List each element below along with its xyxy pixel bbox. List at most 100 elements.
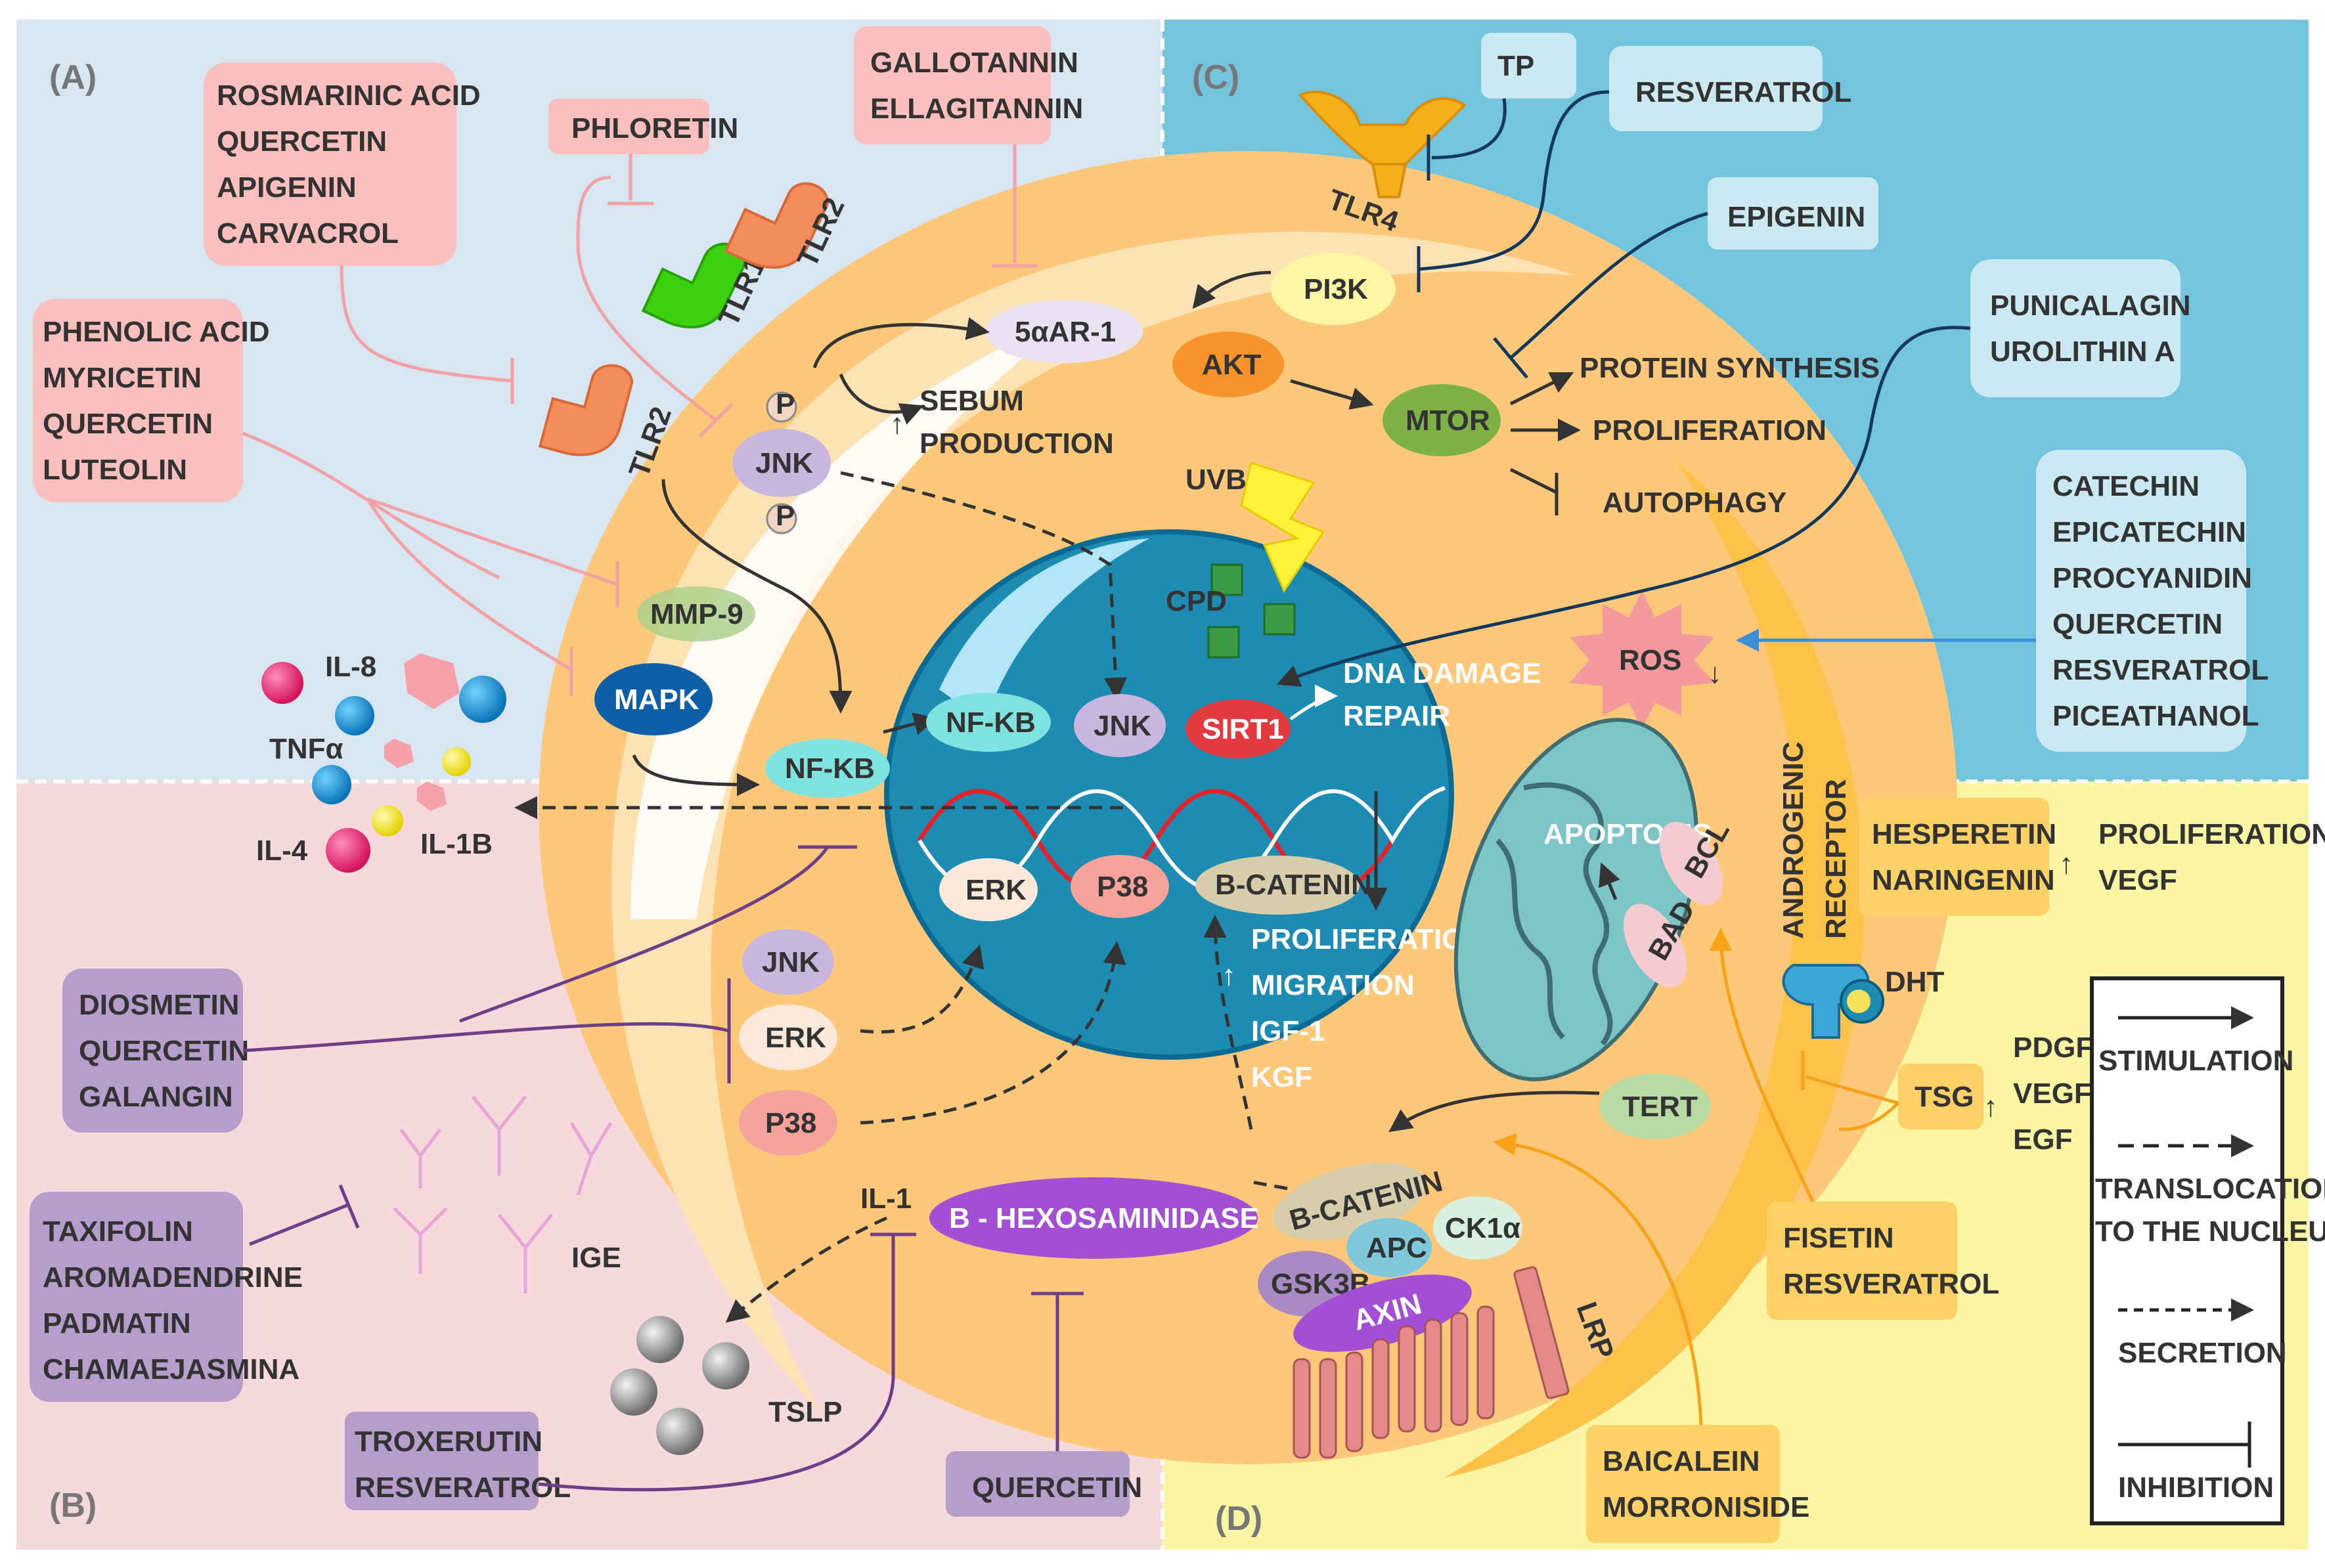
svg-text:GALANGIN: GALANGIN xyxy=(79,1081,233,1113)
nucleus-output-label: IGF-1 xyxy=(1251,1015,1325,1047)
quadrant-b-label: (B) xyxy=(49,1487,97,1525)
box-text: TP xyxy=(1497,50,1534,82)
node-jnk-b-label: JNK xyxy=(762,946,820,978)
box-catechin-group: CATECHIN EPICATECHIN PROCYANIDIN QUERCET… xyxy=(2036,450,2269,752)
box-text: RESVERATROL xyxy=(1783,1268,1999,1300)
svg-text:ELLAGITANNIN: ELLAGITANNIN xyxy=(870,93,1083,125)
box-punicalagin-group: PUNICALAGIN UROLITHIN A xyxy=(1970,259,2191,397)
dht-label: DHT xyxy=(1885,966,1945,998)
nucleus-up-arrow: ↑ xyxy=(1222,959,1236,991)
il4-label: IL-4 xyxy=(256,835,308,867)
box-text: PADMATIN xyxy=(43,1307,191,1339)
box-text: ELLAGITANNIN xyxy=(870,93,1083,125)
ige-label: IGE xyxy=(571,1242,621,1274)
box-text: TSG xyxy=(1915,1081,1974,1113)
node-bcl: BCL xyxy=(1659,816,1736,905)
node-erk-nucleus-label: ERK xyxy=(965,874,1027,906)
svg-text:IGF-1: IGF-1 xyxy=(1251,1015,1325,1047)
node-mapk-label: MAPK xyxy=(614,684,699,716)
svg-text:BAICALEIN: BAICALEIN xyxy=(1603,1445,1760,1477)
il1-label: IL-1 xyxy=(860,1183,912,1215)
tnf-label: TNFα xyxy=(269,733,343,765)
box-text: MYRICETIN xyxy=(43,362,202,394)
svg-text:FISETIN: FISETIN xyxy=(1783,1222,1894,1254)
box-text: QUERCETIN xyxy=(79,1035,249,1067)
node-p38-nucleus-label: P38 xyxy=(1097,871,1148,903)
svg-text:REPAIR: REPAIR xyxy=(1343,700,1450,732)
node-pi3k: PI3K xyxy=(1271,253,1396,325)
sebum-label: PRODUCTION xyxy=(919,427,1114,460)
box-text: PICEATHANOL xyxy=(2052,700,2259,732)
svg-text:RESVERATROL: RESVERATROL xyxy=(2052,654,2269,686)
proliferation-d-label: PROLIFERATION xyxy=(2098,818,2325,850)
dna-repair-label: DNA DAMAGE xyxy=(1343,657,1541,689)
autophagy-label: AUTOPHAGY xyxy=(1603,487,1786,519)
box-text: LUTEOLIN xyxy=(43,454,187,486)
box-text: QUERCETIN xyxy=(2052,608,2223,640)
box-text: TAXIFOLIN xyxy=(43,1215,193,1248)
inhibition-lines-b xyxy=(242,845,1084,1492)
node-mapk: MAPK xyxy=(594,663,713,735)
svg-text:TP: TP xyxy=(1497,50,1534,82)
svg-text:PROLIFERATION: PROLIFERATION xyxy=(1251,923,1485,955)
box-phenolic-group: PHENOLIC ACID MYRICETIN QUERCETIN LUTEOL… xyxy=(33,299,270,502)
svg-text:PHLORETIN: PHLORETIN xyxy=(571,112,738,144)
svg-text:EPICATECHIN: EPICATECHIN xyxy=(2052,516,2246,548)
nucleus xyxy=(884,529,1454,1060)
androgenic-receptor-label: RECEPTOR xyxy=(1820,779,1852,939)
nucleus-output-label: MIGRATION xyxy=(1251,969,1415,1001)
box-text: CARVACROL xyxy=(217,217,399,250)
arrows-d xyxy=(1251,928,1815,1426)
cpd-squares xyxy=(1207,563,1296,659)
node-erk-b: ERK xyxy=(739,1005,837,1070)
phospho-label: P xyxy=(776,500,795,532)
box-text: PHENOLIC ACID xyxy=(43,316,270,348)
box-hesperetin-group: HESPERETIN NARINGENIN xyxy=(1859,798,2056,916)
svg-text:QUERCETIN: QUERCETIN xyxy=(43,408,213,440)
box-gallotannin-group: GALLOTANNIN ELLAGITANNIN xyxy=(854,26,1083,144)
box-diosmetin-group: DIOSMETIN QUERCETIN GALANGIN xyxy=(62,969,249,1133)
svg-text:ROSMARINIC ACID: ROSMARINIC ACID xyxy=(217,79,481,112)
legend-inhibition: INHIBITION xyxy=(2118,1471,2274,1504)
quadrant-c-label: (C) xyxy=(1192,58,1239,97)
inhibition-lines-c xyxy=(1276,90,1971,687)
node-nfkb-in: NF-KB xyxy=(926,693,1051,752)
svg-text:EPIGENIN: EPIGENIN xyxy=(1727,201,1865,233)
box-text: QUERCETIN xyxy=(972,1471,1142,1504)
nucleus-output-label: PROLIFERATION xyxy=(1251,923,1485,955)
svg-text:QUERCETIN: QUERCETIN xyxy=(79,1035,249,1067)
svg-text:RECEPTOR: RECEPTOR xyxy=(1820,779,1852,939)
svg-text:DNA DAMAGE: DNA DAMAGE xyxy=(1343,657,1541,689)
node-bcatenin-nucleus: B-CATENIN xyxy=(1195,856,1372,915)
svg-text:DIOSMETIN: DIOSMETIN xyxy=(79,989,239,1021)
nucleus-shine xyxy=(939,538,1149,722)
pdgf-label: PDGF xyxy=(2013,1032,2093,1064)
uvb-bolt-icon xyxy=(1240,462,1325,594)
svg-text:HESPERETIN: HESPERETIN xyxy=(1872,818,2056,850)
svg-text:CARVACROL: CARVACROL xyxy=(217,217,399,250)
il8-label: IL-8 xyxy=(325,651,376,683)
tslp-particles xyxy=(610,1316,749,1455)
node-bcatenin-nucleus-label: B-CATENIN xyxy=(1215,869,1372,901)
node-jnk-nucleus: JNK xyxy=(1074,694,1166,757)
svg-text:UROLITHIN A: UROLITHIN A xyxy=(1990,336,2175,368)
proliferation-d-up-arrow: ↑ xyxy=(2059,848,2073,880)
node-b-hexosaminidase: B - HEXOSAMINIDASE xyxy=(929,1177,1259,1259)
tlr4-receptor xyxy=(1298,91,1467,198)
node-p38-b: P38 xyxy=(739,1090,837,1156)
box-text: AROMADENDRINE xyxy=(43,1261,303,1294)
box-text: BAICALEIN xyxy=(1603,1445,1760,1477)
ige-antibodies xyxy=(393,1095,613,1294)
node-jnk-nucleus-label: JNK xyxy=(1094,710,1151,742)
svg-text:EGF: EGF xyxy=(2013,1123,2072,1156)
box-text: MORRONISIDE xyxy=(1603,1491,1809,1523)
svg-text:SECRETION: SECRETION xyxy=(2118,1337,2287,1369)
node-tert-label: TERT xyxy=(1622,1091,1698,1123)
box-text: CATECHIN xyxy=(2052,470,2200,502)
box-text: APIGENIN xyxy=(217,171,357,204)
ros-down-arrow: ↓ xyxy=(1708,657,1722,689)
box-tp-group: TP xyxy=(1481,33,1576,98)
inhibition-lines-a xyxy=(242,144,1038,696)
cpd-label: CPD xyxy=(1166,585,1227,617)
svg-text:TAXIFOLIN: TAXIFOLIN xyxy=(43,1215,193,1248)
